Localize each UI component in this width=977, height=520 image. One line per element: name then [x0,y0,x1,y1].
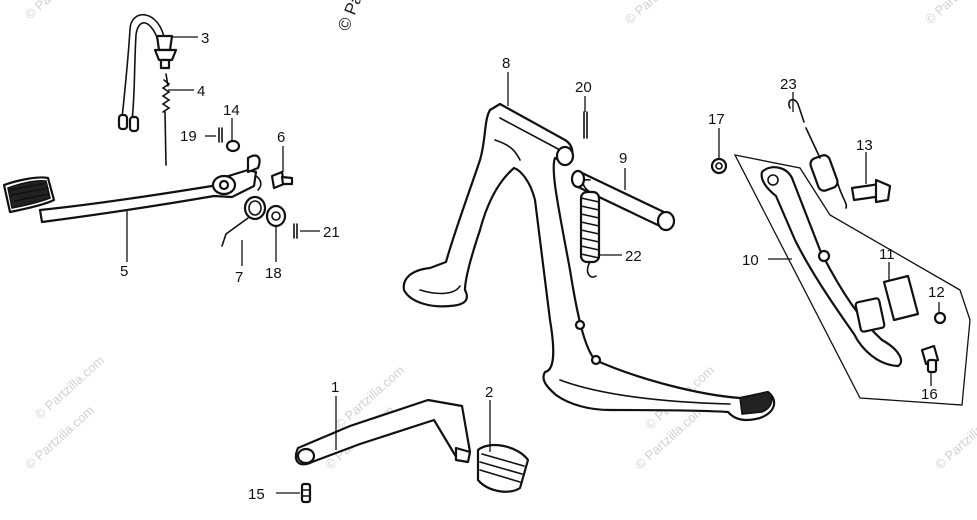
callout-4: 4 [197,83,205,100]
callout-3: 3 [201,30,209,47]
callout-5: 5 [120,263,128,280]
callout-23: 23 [780,76,797,93]
callout-22: 22 [625,248,642,265]
callout-8: 8 [502,55,510,72]
callout-21: 21 [323,224,340,241]
part-9-shaft [570,169,676,232]
callout-1: 1 [331,379,339,396]
watermark: © Partzilla.com [32,352,107,422]
part-15-bolt [300,482,312,504]
part-7-return-spring [221,175,267,247]
callout-15: 15 [248,486,265,503]
part-6-bolt [270,170,294,190]
part-8-main-stand [402,102,776,422]
callout-13: 13 [856,137,873,154]
part-4-switch-spring [161,73,171,166]
watermark: © Partzilla.com [922,0,977,27]
part-17-nut [710,157,728,175]
part-11-bracket [854,274,920,333]
part-21-cotter-pin [293,223,298,239]
part-18-washer [265,204,287,228]
part-19-pin [218,127,223,143]
callout-10: 10 [742,252,759,269]
callout-18: 18 [265,265,282,282]
watermark-layer: © Partzilla.com © Partzilla.com © Partzi… [22,0,977,472]
part-14-nut [225,139,241,153]
callout-19: 19 [180,128,197,145]
leader-lines [126,36,940,494]
callout-9: 9 [619,150,627,167]
watermark-fragment: © Pa [334,0,366,33]
callout-6: 6 [277,129,285,146]
part-12-nut [933,311,947,325]
callout-20: 20 [575,79,592,96]
callout-12: 12 [928,284,945,301]
part-2-kick-rubber [476,443,530,493]
callout-17: 17 [708,111,725,128]
part-16-bolt [920,344,940,374]
watermark: © Partzilla.com [22,0,97,22]
part-5-brake-pedal [2,154,261,224]
watermark: © Partzilla.com [622,0,697,27]
callout-2: 2 [485,384,493,401]
callout-labels: 3 4 14 19 6 5 7 18 21 8 20 9 22 17 23 13… [120,30,945,503]
watermark: © Partzilla.com [932,402,977,472]
part-1-kick-arm [294,398,472,466]
part-3-switch [117,14,178,133]
part-20-cotter-pin [583,111,588,139]
callout-14: 14 [223,102,240,119]
part-10-side-stand [733,154,971,406]
callout-11: 11 [879,246,895,263]
part-22-stand-spring [579,178,601,278]
callout-16: 16 [921,386,938,403]
part-23-side-stand-spring [788,98,848,209]
part-13-bolt [850,178,892,204]
callout-7: 7 [235,269,243,286]
